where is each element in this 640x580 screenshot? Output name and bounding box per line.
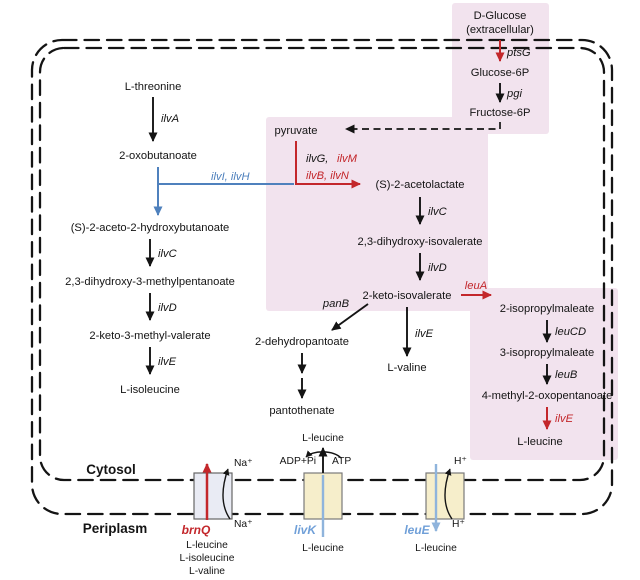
gene-label-ilvG: ilvG, xyxy=(306,153,328,165)
metabolite-aceto-hydroxybutanoate: (S)-2-aceto-2-hydroxybutanoate xyxy=(71,222,230,234)
leucine-branch: leuA 2-isopropylmaleate leuCD 3-isopropy… xyxy=(461,280,612,448)
cytosol-label: Cytosol xyxy=(86,462,136,477)
gene-label-ptsG: ptsG xyxy=(506,47,531,59)
metabolite-d-glucose-extracellular: (extracellular) xyxy=(466,24,534,36)
brnQ-na-bottom-label: Na⁺ xyxy=(234,519,253,530)
brnQ-substrate-valine: L-valine xyxy=(189,566,225,577)
leuE-transporter-box xyxy=(425,472,465,520)
gene-label-leuCD: leuCD xyxy=(555,326,586,338)
brnQ-substrate-leucine: L-leucine xyxy=(186,540,228,551)
glucose-highlight-region xyxy=(452,3,549,134)
gene-label-ilvD-val: ilvD xyxy=(428,262,447,274)
metabolite-2-isopropylmaleate: 2-isopropylmaleate xyxy=(500,303,595,315)
gene-label-ilvI-ilvH: ilvI, ilvH xyxy=(211,171,250,183)
leuE-h-bottom-label: H⁺ xyxy=(452,519,465,530)
transporters: Na⁺ Na⁺ brnQ L-leucine L-isoleucine L-va… xyxy=(180,433,467,577)
metabolite-glucose-6p: Glucose-6P xyxy=(471,67,529,79)
metabolite-pyruvate: pyruvate xyxy=(275,125,318,137)
metabolite-2-dehydropantoate: 2-dehydropantoate xyxy=(255,336,349,348)
gene-label-panB: panB xyxy=(322,298,350,310)
livK-adp-label: ADP+Pi xyxy=(280,456,316,467)
metabolite-2-oxobutanoate: 2-oxobutanoate xyxy=(119,150,197,162)
gene-label-ilvB-ilvN: ilvB, ilvN xyxy=(306,170,350,182)
glycolysis-branch: D-Glucose (extracellular) ptsG Glucose-6… xyxy=(345,10,534,134)
gene-label-ilvC-ile: ilvC xyxy=(158,248,178,260)
isoleucine-branch: L-threonine ilvA 2-oxobutanoate ilvI, il… xyxy=(65,81,294,396)
leucine-highlight-region xyxy=(470,288,618,460)
gene-label-ilvE-val: ilvE xyxy=(415,328,434,340)
gene-label-leuB: leuB xyxy=(555,369,578,381)
metabolite-4-methyl-2-oxopentanoate: 4-methyl-2-oxopentanoate xyxy=(482,390,613,402)
metabolite-l-valine: L-valine xyxy=(387,362,426,374)
brnQ-label: brnQ xyxy=(182,523,211,537)
arrow-ahas12 xyxy=(295,141,361,189)
livK-leucine-cytosol-label: L-leucine xyxy=(302,433,344,444)
livK-leucine-periplasm-label: L-leucine xyxy=(302,543,344,554)
leuE-leucine-periplasm-label: L-leucine xyxy=(415,543,457,554)
gene-label-ilvC-val: ilvC xyxy=(428,206,448,218)
valine-branch: pyruvate ilvG, ilvM ilvB, ilvN (S)-2-ace… xyxy=(275,125,483,374)
metabolite-keto-isovalerate: 2-keto-isovalerate xyxy=(363,290,452,302)
gene-label-ilvA: ilvA xyxy=(161,113,179,125)
brnQ-substrate-isoleucine: L-isoleucine xyxy=(180,553,235,564)
brnQ-sodium-path xyxy=(222,468,231,520)
metabolite-pantothenate: pantothenate xyxy=(269,405,334,417)
brnQ-na-top-label: Na⁺ xyxy=(234,458,253,469)
metabolite-l-threonine: L-threonine xyxy=(125,81,182,93)
metabolite-l-isoleucine: L-isoleucine xyxy=(120,384,180,396)
livK-label: livK xyxy=(294,523,317,537)
membrane-inner-leaflet xyxy=(38,46,606,482)
metabolite-l-leucine: L-leucine xyxy=(517,436,562,448)
gene-label-ilvE-ile: ilvE xyxy=(158,356,177,368)
periplasm-label: Periplasm xyxy=(83,521,148,536)
valine-highlight-region xyxy=(266,117,488,311)
leuE-label: leuE xyxy=(404,523,430,537)
gene-label-ilvM: ilvM xyxy=(337,153,358,165)
metabolite-fructose-6p: Fructose-6P xyxy=(470,107,531,119)
metabolite-keto-methyl-valerate: 2-keto-3-methyl-valerate xyxy=(89,330,210,342)
highlight-regions xyxy=(266,3,618,460)
leuE-h-top-label: H⁺ xyxy=(454,456,467,467)
gene-label-leuA: leuA xyxy=(465,280,487,292)
metabolite-dihydroxy-isovalerate: 2,3-dihydroxy-isovalerate xyxy=(358,236,483,248)
livK-atp-hydrolysis-arrow xyxy=(305,450,342,459)
gene-label-ilvD-ile: ilvD xyxy=(158,302,177,314)
arrow-panB xyxy=(331,303,369,331)
metabolite-acetolactate: (S)-2-acetolactate xyxy=(376,179,465,191)
pantothenate-branch: panB 2-dehydropantoate pantothenate xyxy=(255,298,369,417)
compartment-labels: Cytosol Periplasm xyxy=(83,462,148,536)
metabolite-3-isopropylmaleate: 3-isopropylmaleate xyxy=(500,347,595,359)
gene-label-pgi: pgi xyxy=(506,88,522,100)
metabolite-dihydroxy-methylpentanoate: 2,3-dihydroxy-3-methylpentanoate xyxy=(65,276,235,288)
metabolite-d-glucose: D-Glucose xyxy=(474,10,527,22)
livK-atp-label: ATP xyxy=(332,456,351,467)
leuE-proton-path xyxy=(444,468,453,520)
arrow-glycolysis-dashed xyxy=(345,122,501,134)
gene-label-ilvE-leu: ilvE xyxy=(555,413,574,425)
